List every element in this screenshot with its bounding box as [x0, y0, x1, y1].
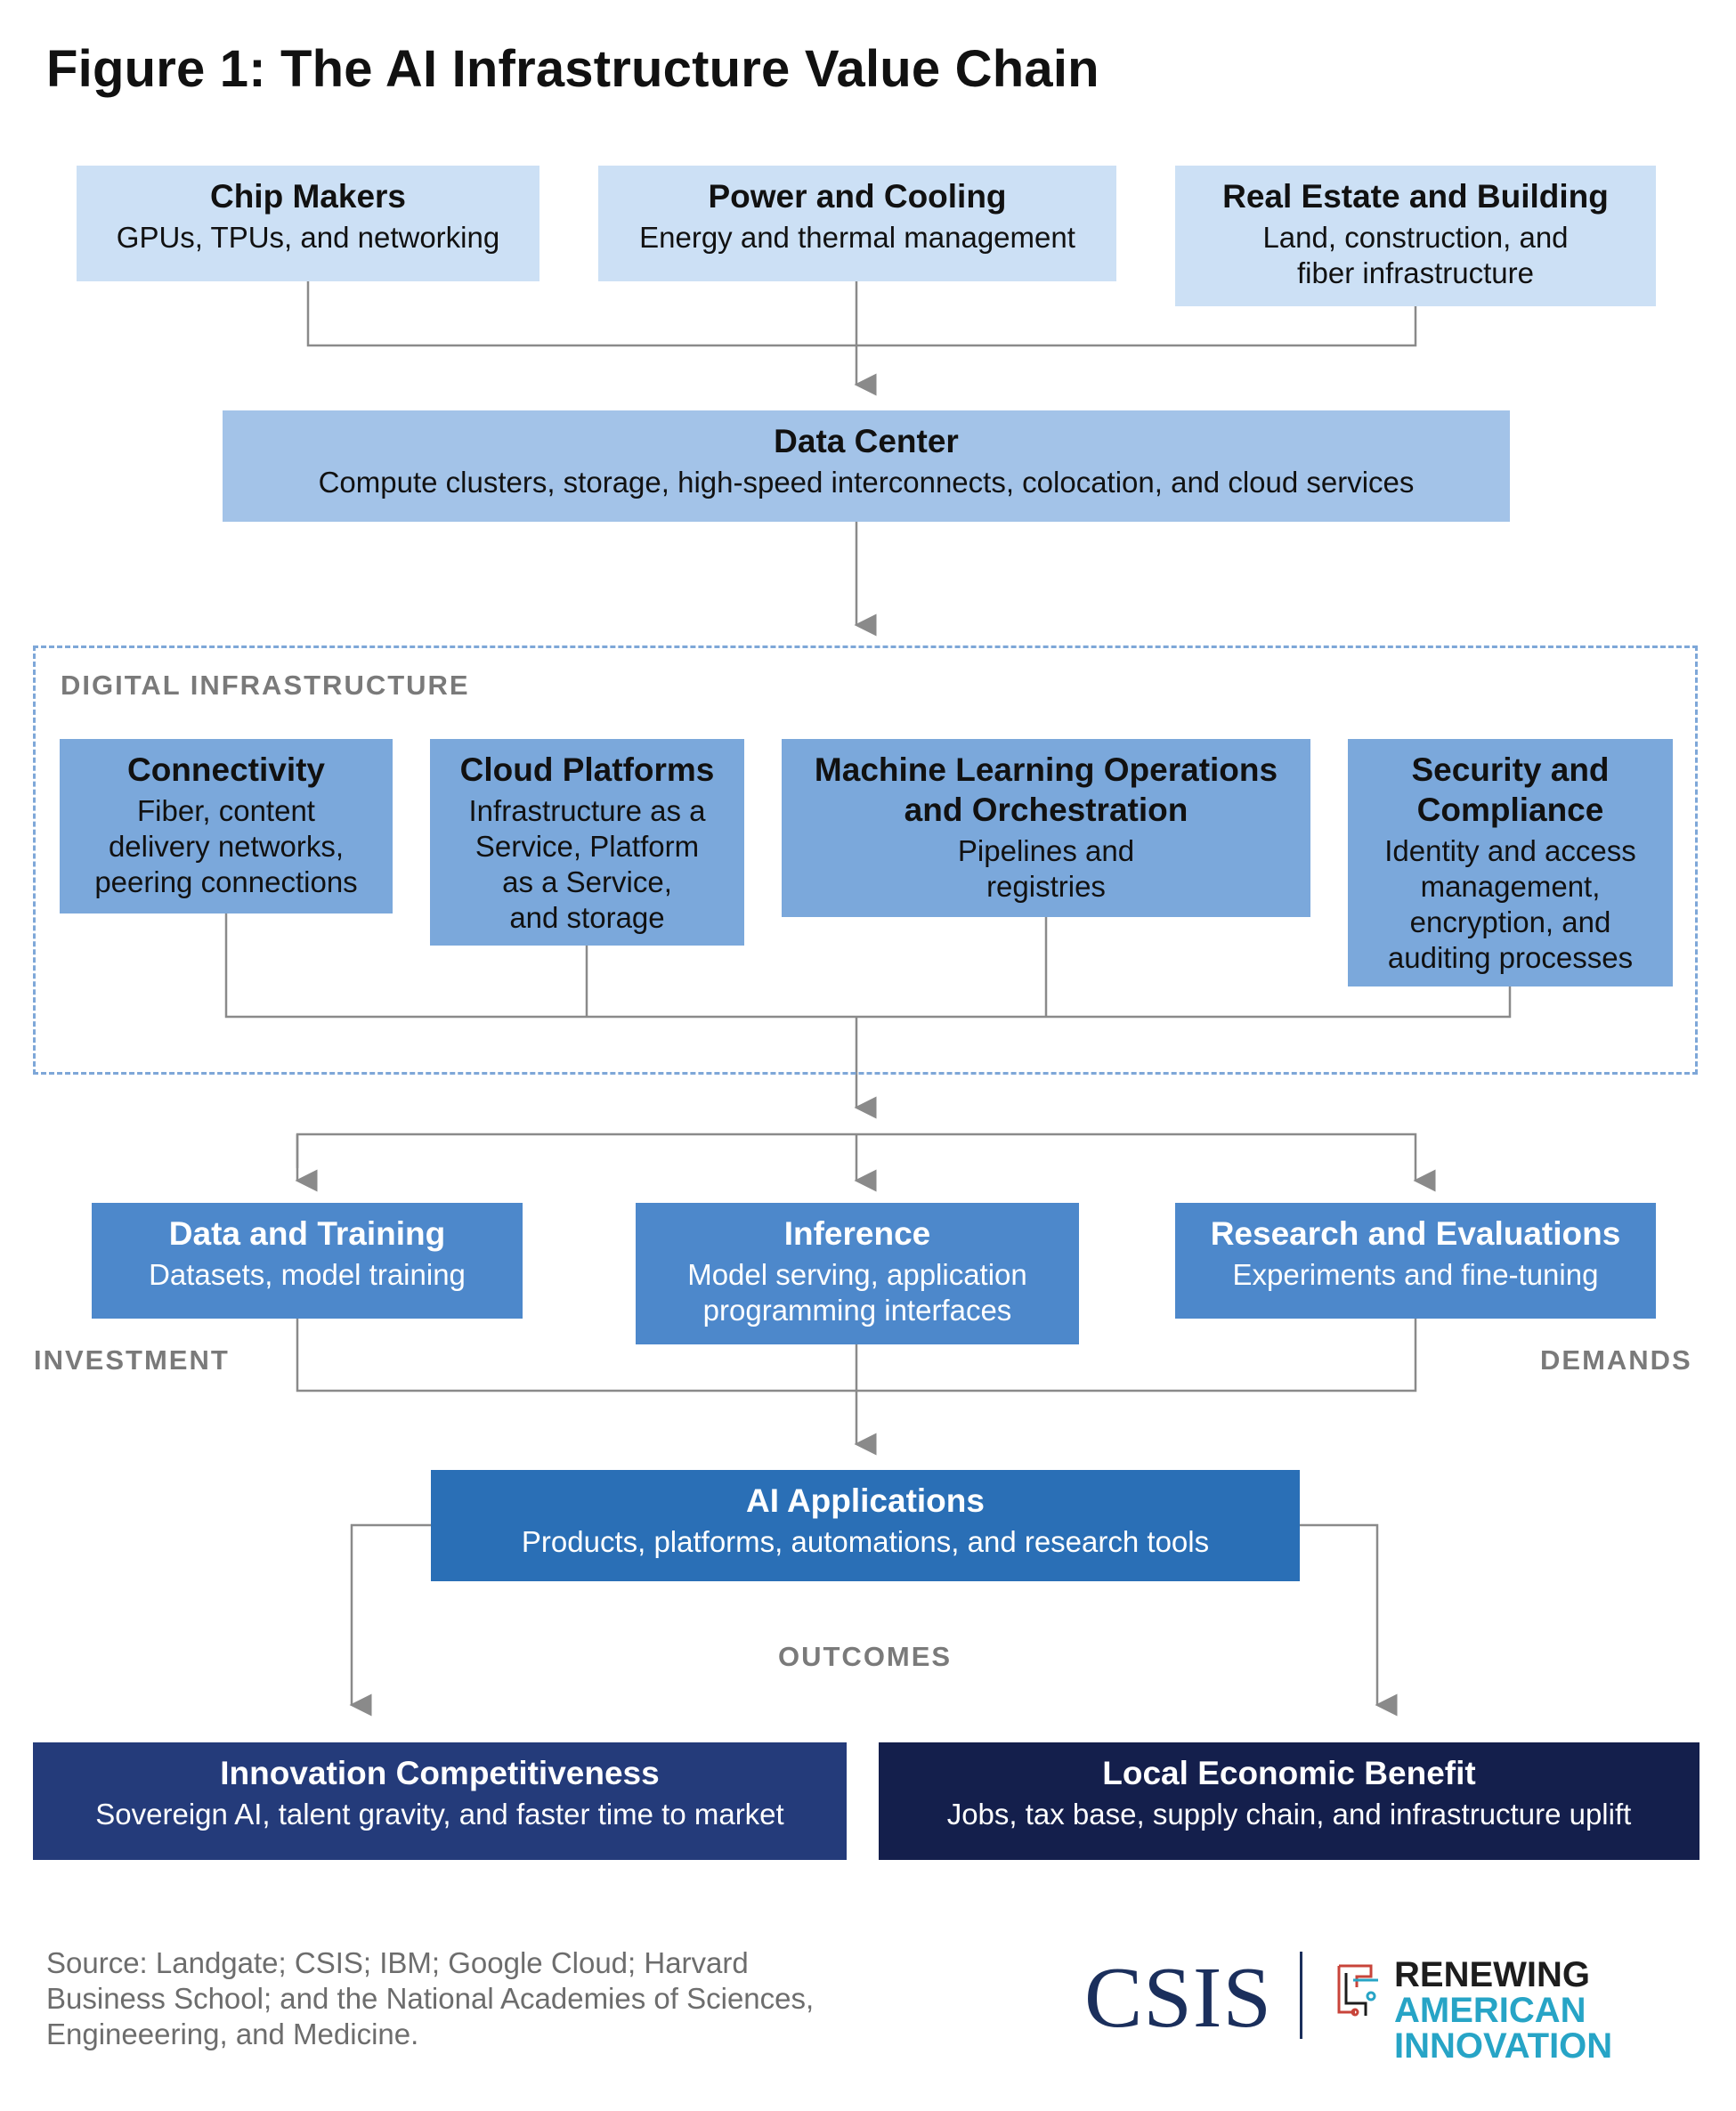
cloud-platforms-title: Cloud Platforms	[459, 751, 715, 788]
chip-makers-desc: GPUs, TPUs, and networking	[116, 221, 500, 254]
security-compliance-title: Security and Compliance	[1411, 751, 1610, 828]
connectivity-box: Connectivity Fiber, content delivery net…	[60, 739, 393, 913]
renewing-word: RENEWING	[1394, 1955, 1590, 1994]
chip-makers-title: Chip Makers	[209, 178, 406, 215]
power-cooling-box: Power and Cooling Energy and thermal man…	[598, 166, 1116, 281]
source-note: Source: Landgate; CSIS; IBM; Google Clou…	[46, 1946, 815, 2050]
power-cooling-desc: Energy and thermal management	[639, 221, 1075, 254]
mlops-desc: Pipelines and registries	[957, 834, 1135, 903]
data-center-title: Data Center	[774, 423, 959, 459]
figure-title: Figure 1: The AI Infrastructure Value Ch…	[46, 40, 1099, 98]
real-estate-title: Real Estate and Building	[1222, 178, 1609, 215]
data-training-desc: Datasets, model training	[149, 1258, 466, 1291]
data-training-title: Data and Training	[168, 1215, 446, 1252]
ai-applications-desc: Products, platforms, automations, and re…	[521, 1525, 1210, 1558]
power-cooling-title: Power and Cooling	[708, 178, 1007, 215]
digital-infrastructure-region	[33, 645, 1698, 1075]
security-compliance-box: Security and Compliance Identity and acc…	[1348, 739, 1673, 986]
mlops-title: Machine Learning Operations and Orchestr…	[814, 751, 1278, 828]
connectivity-desc: Fiber, content delivery networks, peerin…	[94, 794, 358, 898]
innovation-competitiveness-title: Innovation Competitiveness	[220, 1755, 660, 1791]
innovation-competitiveness-desc: Sovereign AI, talent gravity, and faster…	[95, 1798, 784, 1831]
logo-divider	[1300, 1952, 1302, 2039]
demands-label: DEMANDS	[1540, 1344, 1692, 1376]
connectivity-title: Connectivity	[126, 751, 326, 788]
outcomes-label: OUTCOMES	[778, 1641, 953, 1672]
data-training-box: Data and Training Datasets, model traini…	[92, 1203, 523, 1319]
investment-label: INVESTMENT	[34, 1344, 230, 1376]
american-word: AMERICAN	[1394, 1991, 1586, 2030]
research-evaluations-desc: Experiments and fine-tuning	[1232, 1258, 1599, 1291]
csis-logo: CSIS	[1084, 1950, 1273, 2046]
ai-applications-title: AI Applications	[746, 1482, 985, 1519]
data-center-desc: Compute clusters, storage, high-speed in…	[318, 466, 1415, 499]
digital-infrastructure-label: DIGITAL INFRASTRUCTURE	[61, 670, 470, 701]
security-compliance-desc: Identity and access management, encrypti…	[1384, 834, 1636, 974]
circuit-icon	[1337, 1964, 1378, 2017]
ai-applications-box: AI Applications Products, platforms, aut…	[431, 1470, 1300, 1581]
real-estate-box: Real Estate and Building Land, construct…	[1175, 166, 1656, 306]
renewing-american-innovation-logo: RENEWING AMERICAN INNOVATION	[1394, 1957, 1736, 2064]
local-economic-benefit-title: Local Economic Benefit	[1102, 1755, 1476, 1791]
inference-box: Inference Model serving, application pro…	[636, 1203, 1079, 1344]
cloud-platforms-desc: Infrastructure as a Service, Platform as…	[468, 794, 706, 934]
inference-title: Inference	[783, 1215, 931, 1252]
research-evaluations-title: Research and Evaluations	[1210, 1215, 1621, 1252]
local-economic-benefit-box: Local Economic Benefit Jobs, tax base, s…	[879, 1742, 1699, 1860]
local-economic-benefit-desc: Jobs, tax base, supply chain, and infras…	[946, 1798, 1632, 1831]
innovation-word: INNOVATION	[1394, 2026, 1613, 2066]
data-center-box: Data Center Compute clusters, storage, h…	[223, 410, 1510, 522]
mlops-box: Machine Learning Operations and Orchestr…	[782, 739, 1310, 917]
inference-desc: Model serving, application programming i…	[687, 1258, 1027, 1327]
innovation-competitiveness-box: Innovation Competitiveness Sovereign AI,…	[33, 1742, 847, 1860]
chip-makers-box: Chip Makers GPUs, TPUs, and networking	[77, 166, 539, 281]
real-estate-desc: Land, construction, and fiber infrastruc…	[1262, 221, 1569, 289]
cloud-platforms-box: Cloud Platforms Infrastructure as a Serv…	[430, 739, 744, 946]
research-evaluations-box: Research and Evaluations Experiments and…	[1175, 1203, 1656, 1319]
